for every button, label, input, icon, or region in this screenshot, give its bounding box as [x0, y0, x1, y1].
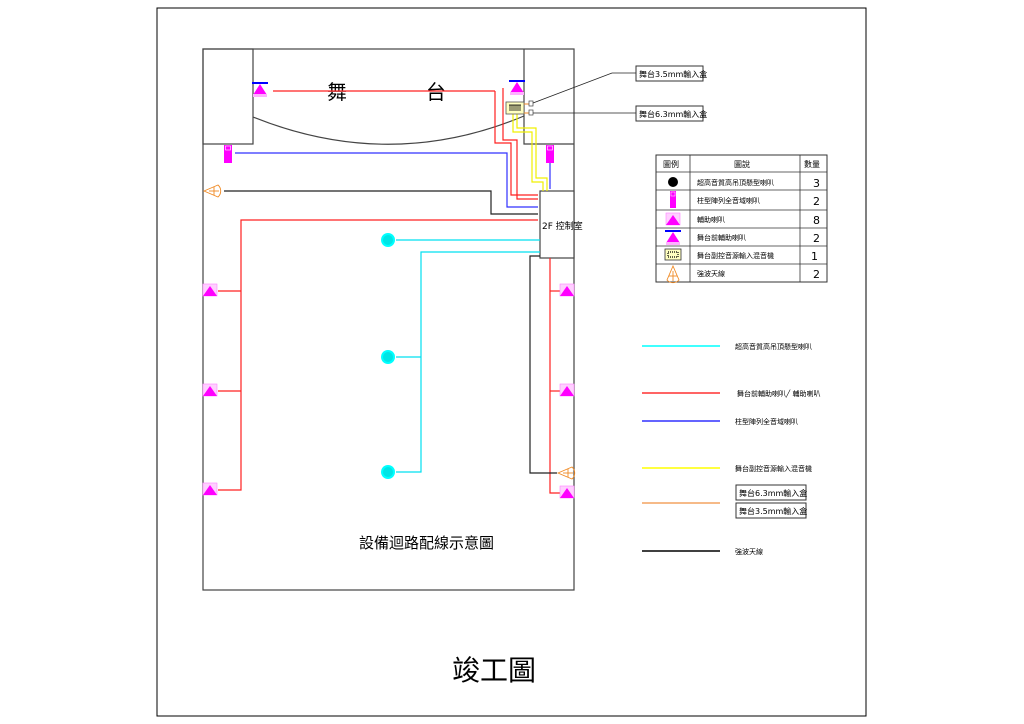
aux-speaker-icon: [202, 283, 218, 297]
svg-text:舞台副控音源輸入混音機: 舞台副控音源輸入混音機: [697, 251, 774, 260]
sheet-title: 竣工圖: [452, 654, 536, 687]
svg-text:舞台3.5mm輸入盒: 舞台3.5mm輸入盒: [739, 506, 807, 516]
svg-text:2: 2: [813, 268, 820, 281]
column-speaker-icon: [223, 144, 233, 164]
header-legend: 圖例: [663, 159, 679, 169]
callout-63mm: 舞台6.3mm輸入盒: [635, 105, 707, 122]
svg-text:舞台前輔助喇叭: 舞台前輔助喇叭: [697, 233, 746, 242]
svg-text:超高音質高吊頂懸型喇叭: 超高音質高吊頂懸型喇叭: [697, 178, 774, 187]
red-wiring: [218, 88, 562, 494]
svg-text:3: 3: [813, 177, 820, 190]
svg-text:2: 2: [813, 195, 820, 208]
blue-wiring: [235, 152, 551, 208]
antenna-icon: [557, 466, 576, 480]
stage-label-2: 台: [426, 80, 446, 104]
aux-speaker-icon: [202, 482, 218, 496]
line-legend-cyan: 超高音質高吊頂懸型喇叭: [735, 342, 812, 351]
svg-text:柱型陣列全音域喇叭: 柱型陣列全音域喇叭: [697, 196, 760, 205]
header-quantity: 數量: [804, 159, 820, 169]
svg-text:2: 2: [813, 232, 820, 245]
svg-text:1: 1: [811, 250, 818, 263]
stage-label-1: 舞: [327, 80, 347, 104]
ceiling-speaker-icon: [381, 350, 395, 364]
antenna-icon: [203, 184, 222, 198]
aux-speaker-icon: [202, 383, 218, 397]
line-legend-yellow: 舞台副控音源輸入混音機: [735, 464, 812, 473]
line-legend-red: 舞台前輔助喇叭╱ 輔助喇叭: [737, 389, 820, 398]
yellow-wiring: [512, 113, 548, 191]
black-dot-icon: [668, 177, 678, 187]
line-legend: [642, 345, 720, 552]
mixer-icon: [505, 101, 525, 115]
svg-text:舞台3.5mm輸入盒: 舞台3.5mm輸入盒: [639, 69, 707, 79]
aux-speaker-icon: [665, 212, 681, 226]
svg-text:舞台6.3mm輸入盒: 舞台6.3mm輸入盒: [739, 488, 807, 498]
svg-text:強波天線: 強波天線: [697, 269, 725, 278]
callout-35mm: 舞台3.5mm輸入盒: [635, 65, 707, 82]
stage-front-speaker-icon: [251, 82, 269, 98]
building-plan: [202, 48, 575, 591]
svg-text:8: 8: [813, 214, 820, 227]
line-legend-orange: 舞台6.3mm輸入盒 舞台3.5mm輸入盒: [735, 484, 807, 519]
column-speaker-icon: [545, 144, 555, 164]
line-legend-black: 強波天線: [735, 547, 763, 556]
header-description: 圖說: [734, 159, 750, 169]
aux-speaker-icon: [559, 383, 575, 397]
plan-title: 設備迴路配線示意圖: [359, 534, 494, 552]
ceiling-speaker-icon: [381, 465, 395, 479]
input-boxes: [524, 72, 636, 116]
svg-text:輔助喇叭: 輔助喇叭: [697, 215, 725, 224]
ceiling-speaker-icon: [381, 233, 395, 247]
svg-text:舞台6.3mm輸入盒: 舞台6.3mm輸入盒: [639, 109, 707, 119]
sheet-border: [156, 7, 867, 717]
legend-table: 圖例 圖說 數量 超高音質高吊頂懸型喇叭 柱型陣列全音域喇叭 輔助喇叭 舞台前輔…: [655, 154, 828, 284]
cyan-wiring: [396, 239, 540, 473]
black-wiring: [224, 190, 557, 474]
control-room-label: 2F 控制室: [542, 220, 583, 232]
stage-front-speaker-icon: [508, 80, 526, 96]
mixer-icon: [664, 248, 682, 261]
aux-speaker-icon: [559, 485, 575, 499]
aux-speaker-icon: [559, 283, 575, 297]
line-legend-blue: 柱型陣列全音域喇叭: [735, 417, 798, 426]
